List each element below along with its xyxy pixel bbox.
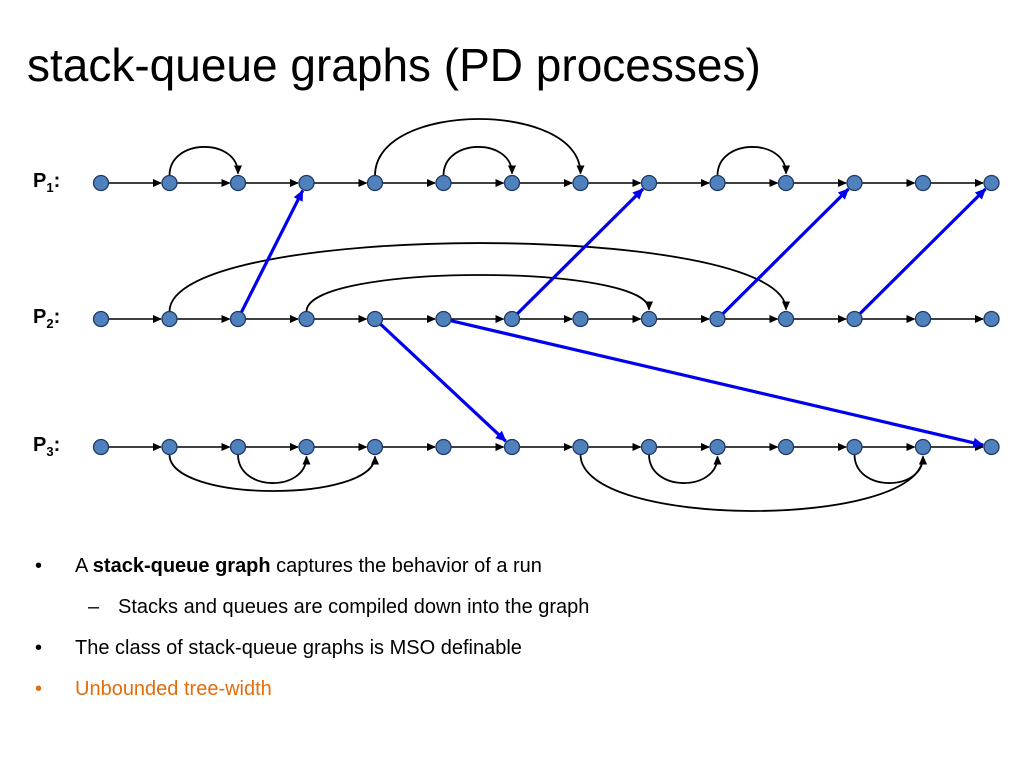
event-node — [92, 174, 110, 192]
process-label-main: P — [33, 434, 46, 456]
process-timelines — [108, 179, 984, 451]
stack-edge — [853, 454, 927, 484]
stack-edge — [374, 118, 585, 176]
event-node — [777, 174, 795, 192]
bullet-marker: • — [35, 678, 43, 700]
process-label-subscript: 1 — [46, 180, 53, 195]
event-node — [92, 438, 110, 456]
bullet-item: –Stacks and queues are compiled down int… — [35, 589, 995, 630]
event-node — [709, 174, 726, 192]
event-node — [161, 310, 178, 328]
event-node — [777, 310, 795, 328]
event-node — [846, 310, 863, 328]
event-node — [777, 438, 795, 456]
bullet-text: Unbounded tree-width — [75, 671, 272, 707]
event-node — [229, 438, 247, 456]
event-node — [366, 310, 384, 328]
stack-edge — [168, 242, 790, 312]
process-label-colon: : — [54, 170, 61, 192]
queue-edge — [379, 322, 507, 443]
stack-edge — [305, 274, 653, 312]
process-label-p3: P3: — [33, 434, 60, 459]
bullet-text: The class of stack-queue graphs is MSO d… — [75, 630, 522, 666]
event-node — [709, 310, 726, 328]
event-node — [983, 310, 1000, 328]
stack-edge — [716, 146, 790, 176]
stack-edge — [648, 454, 722, 484]
stack-edge — [168, 454, 379, 492]
event-node — [914, 310, 932, 328]
bullet-text: A stack-queue graph captures the behavio… — [75, 548, 542, 584]
event-node — [640, 438, 658, 456]
stack-edge — [579, 454, 927, 512]
event-node — [298, 438, 315, 456]
event-node — [366, 438, 384, 456]
stack-edge — [237, 454, 311, 484]
process-label-p1: P1: — [33, 170, 60, 195]
event-node — [92, 310, 110, 328]
stack-edge — [168, 146, 242, 176]
event-node — [366, 174, 384, 192]
event-node — [229, 310, 247, 328]
process-label-p2: P2: — [33, 306, 60, 331]
stack-edge — [442, 146, 516, 176]
stack-queue-diagram: P1:P2:P3: — [33, 118, 1000, 512]
event-node — [640, 310, 658, 328]
process-labels: P1:P2:P3: — [33, 170, 60, 459]
event-node — [846, 438, 863, 456]
event-node — [503, 438, 521, 456]
bullet-text-prefix: Unbounded tree-width — [75, 678, 272, 700]
event-node — [503, 310, 521, 328]
process-label-main: P — [33, 306, 46, 328]
bullet-item: • Unbounded tree-width — [35, 671, 995, 712]
event-node — [435, 438, 452, 456]
event-node — [572, 174, 589, 192]
event-node — [298, 174, 315, 192]
event-node — [161, 174, 178, 192]
event-node — [298, 310, 315, 328]
bullet-text-bold: stack-queue graph — [92, 555, 271, 577]
event-node — [572, 310, 589, 328]
event-node — [709, 438, 726, 456]
event-node — [161, 438, 178, 456]
event-node — [503, 174, 521, 192]
event-node — [914, 174, 932, 192]
event-nodes — [92, 174, 1000, 456]
bullet-text: Stacks and queues are compiled down into… — [118, 589, 589, 625]
bullet-text-prefix: A — [75, 555, 93, 577]
process-label-colon: : — [54, 306, 61, 328]
process-label-main: P — [33, 170, 46, 192]
bullet-list: • A stack-queue graph captures the behavi… — [35, 548, 995, 712]
bullet-marker: – — [88, 596, 100, 618]
process-label-subscript: 3 — [46, 444, 53, 459]
bullet-item: • A stack-queue graph captures the behavi… — [35, 548, 995, 589]
bullet-text-prefix: The class of stack-queue graphs is MSO d… — [75, 637, 522, 659]
event-node — [983, 438, 1000, 456]
process-label-colon: : — [54, 434, 61, 456]
stack-edges — [168, 118, 927, 512]
queue-edge — [450, 319, 985, 448]
event-node — [846, 174, 863, 192]
bullet-marker: • — [35, 555, 43, 577]
bullet-text-suffix: captures the behavior of a run — [270, 555, 542, 577]
bullet-text-prefix: Stacks and queues are compiled down into… — [118, 596, 590, 618]
slide-title: stack-queue graphs (PD processes) — [27, 39, 761, 91]
queue-edge — [239, 189, 305, 314]
bullet-item: • The class of stack-queue graphs is MSO … — [35, 630, 995, 671]
queue-edges — [239, 187, 987, 448]
queue-edge — [516, 187, 645, 315]
event-node — [229, 174, 247, 192]
event-node — [572, 438, 589, 456]
queue-edge — [721, 187, 850, 315]
event-node — [435, 310, 452, 328]
event-node — [435, 174, 452, 192]
process-label-subscript: 2 — [46, 316, 53, 331]
event-node — [640, 174, 658, 192]
event-node — [983, 174, 1000, 192]
event-node — [914, 438, 932, 456]
bullet-marker: • — [35, 637, 43, 659]
queue-edge — [858, 187, 987, 315]
